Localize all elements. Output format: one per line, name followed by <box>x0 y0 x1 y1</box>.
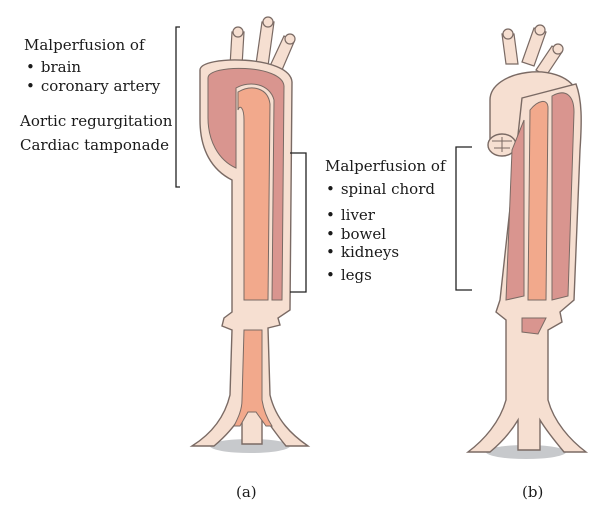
branch-b-2 <box>521 27 547 67</box>
branch-b-cap-3 <box>552 43 564 55</box>
right-item-spinal: spinal chord <box>326 180 435 198</box>
left-extra-tamponade: Cardiac tamponade <box>20 136 170 154</box>
false-lumen-a <box>207 67 285 301</box>
false-lumen-b <box>551 92 575 301</box>
true-lumen-b-lower <box>521 317 547 335</box>
shadow-b <box>486 445 566 459</box>
panel-label-b: (b) <box>522 483 544 501</box>
left-item-coronary: coronary artery <box>26 77 160 95</box>
left-heading: Malperfusion of <box>24 36 145 54</box>
false-lumen-b-left <box>505 119 525 301</box>
carotid-branch-a <box>255 21 275 67</box>
right-item-kidneys: kidneys <box>326 243 399 261</box>
bracket-right-lower <box>290 152 307 293</box>
true-lumen-a <box>237 87 271 301</box>
branch-b-1 <box>501 33 519 65</box>
branch-cap-2 <box>262 16 274 28</box>
right-item-bowel: bowel <box>326 225 386 243</box>
shadow-a <box>210 439 290 453</box>
lower-lumen-a <box>233 329 273 427</box>
left-item-brain: brain <box>26 58 81 76</box>
branch-b-cap-1 <box>502 28 514 40</box>
right-item-liver: liver <box>326 206 375 224</box>
right-heading: Malperfusion of <box>325 157 446 175</box>
true-lumen-b <box>527 101 549 301</box>
branch-b-cap-2 <box>534 24 546 36</box>
left-extra-regurgitation: Aortic regurgitation <box>20 112 173 130</box>
branch-cap-1 <box>232 26 244 38</box>
branch-cap-3 <box>284 33 296 45</box>
aorta-b <box>465 24 589 459</box>
right-item-legs: legs <box>326 266 372 284</box>
aorta-a <box>189 16 311 453</box>
aortic-valve-b <box>492 137 512 152</box>
bracket-b <box>455 146 472 291</box>
panel-label-a: (a) <box>236 483 257 501</box>
bracket-left-upper <box>175 26 180 188</box>
